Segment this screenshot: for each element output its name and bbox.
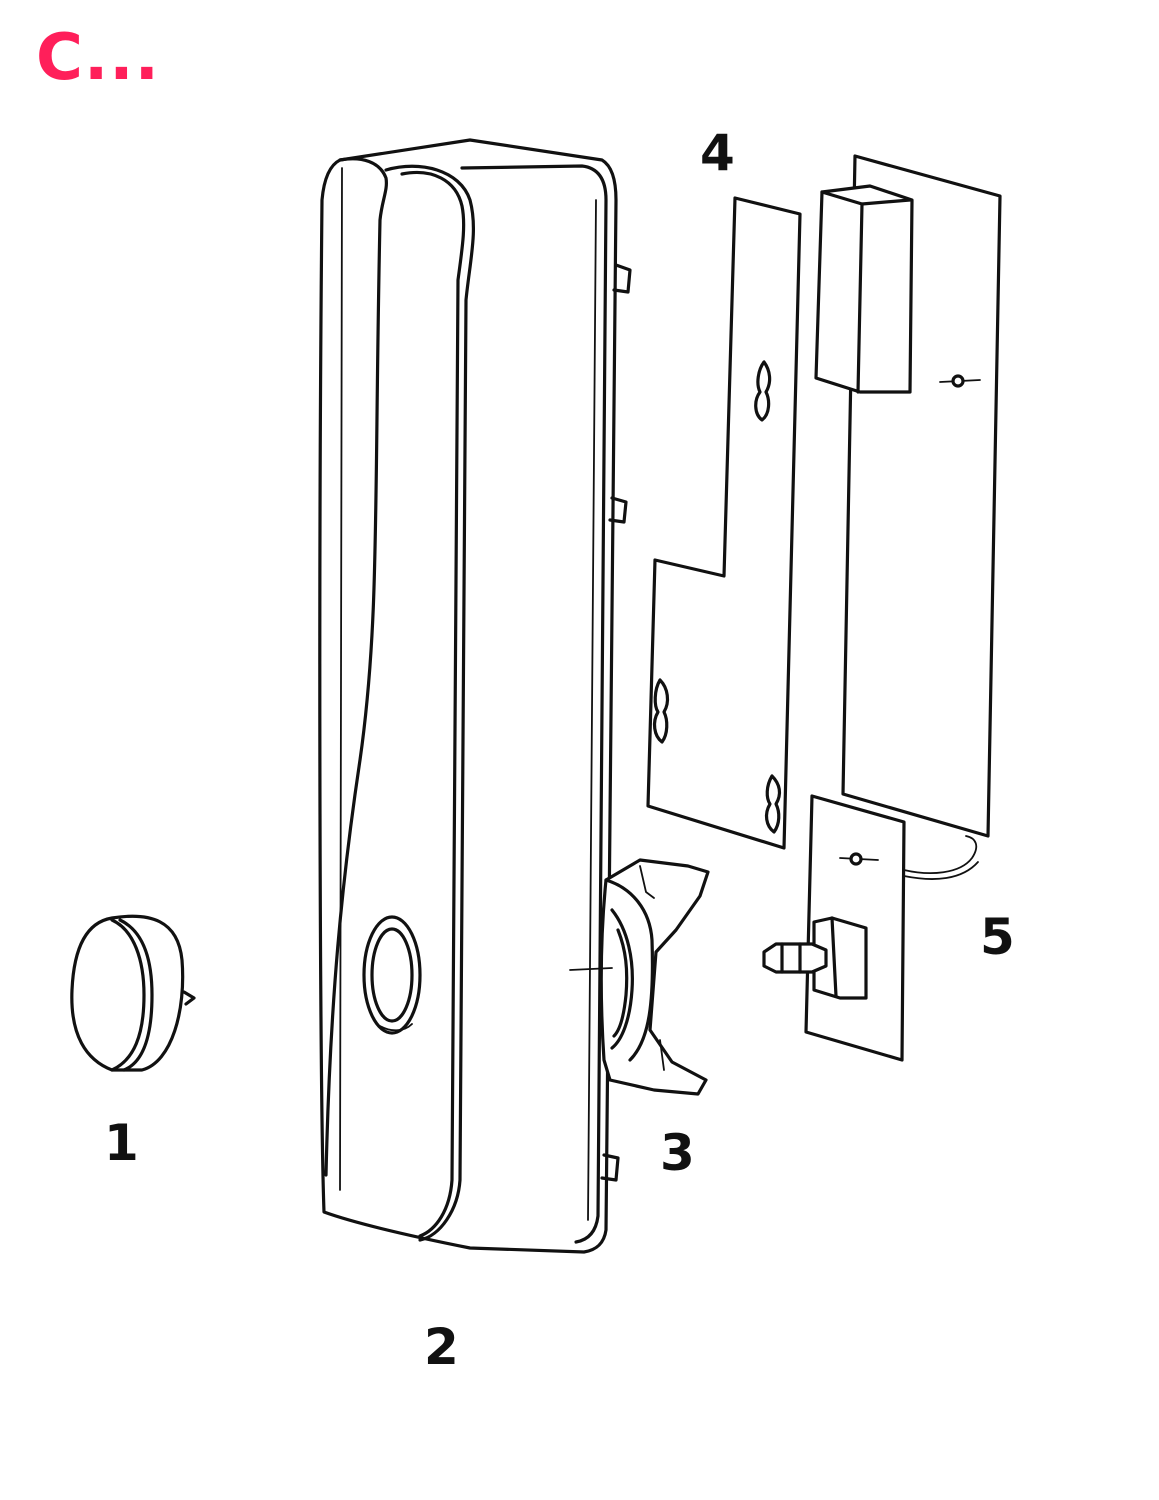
part-label-4: 4 — [700, 124, 735, 182]
part-label-1: 1 — [104, 1114, 139, 1172]
part-label-2: 2 — [424, 1318, 459, 1376]
part-label-5: 5 — [980, 908, 1015, 966]
part-5-board — [762, 154, 1002, 1062]
part-2-housing — [318, 138, 632, 1254]
part-label-3: 3 — [660, 1124, 695, 1182]
part-4-plate — [646, 196, 802, 850]
part-1-knob — [70, 914, 196, 1072]
part-3-bracket — [569, 858, 710, 1096]
diagram-heading: C... — [36, 21, 160, 95]
